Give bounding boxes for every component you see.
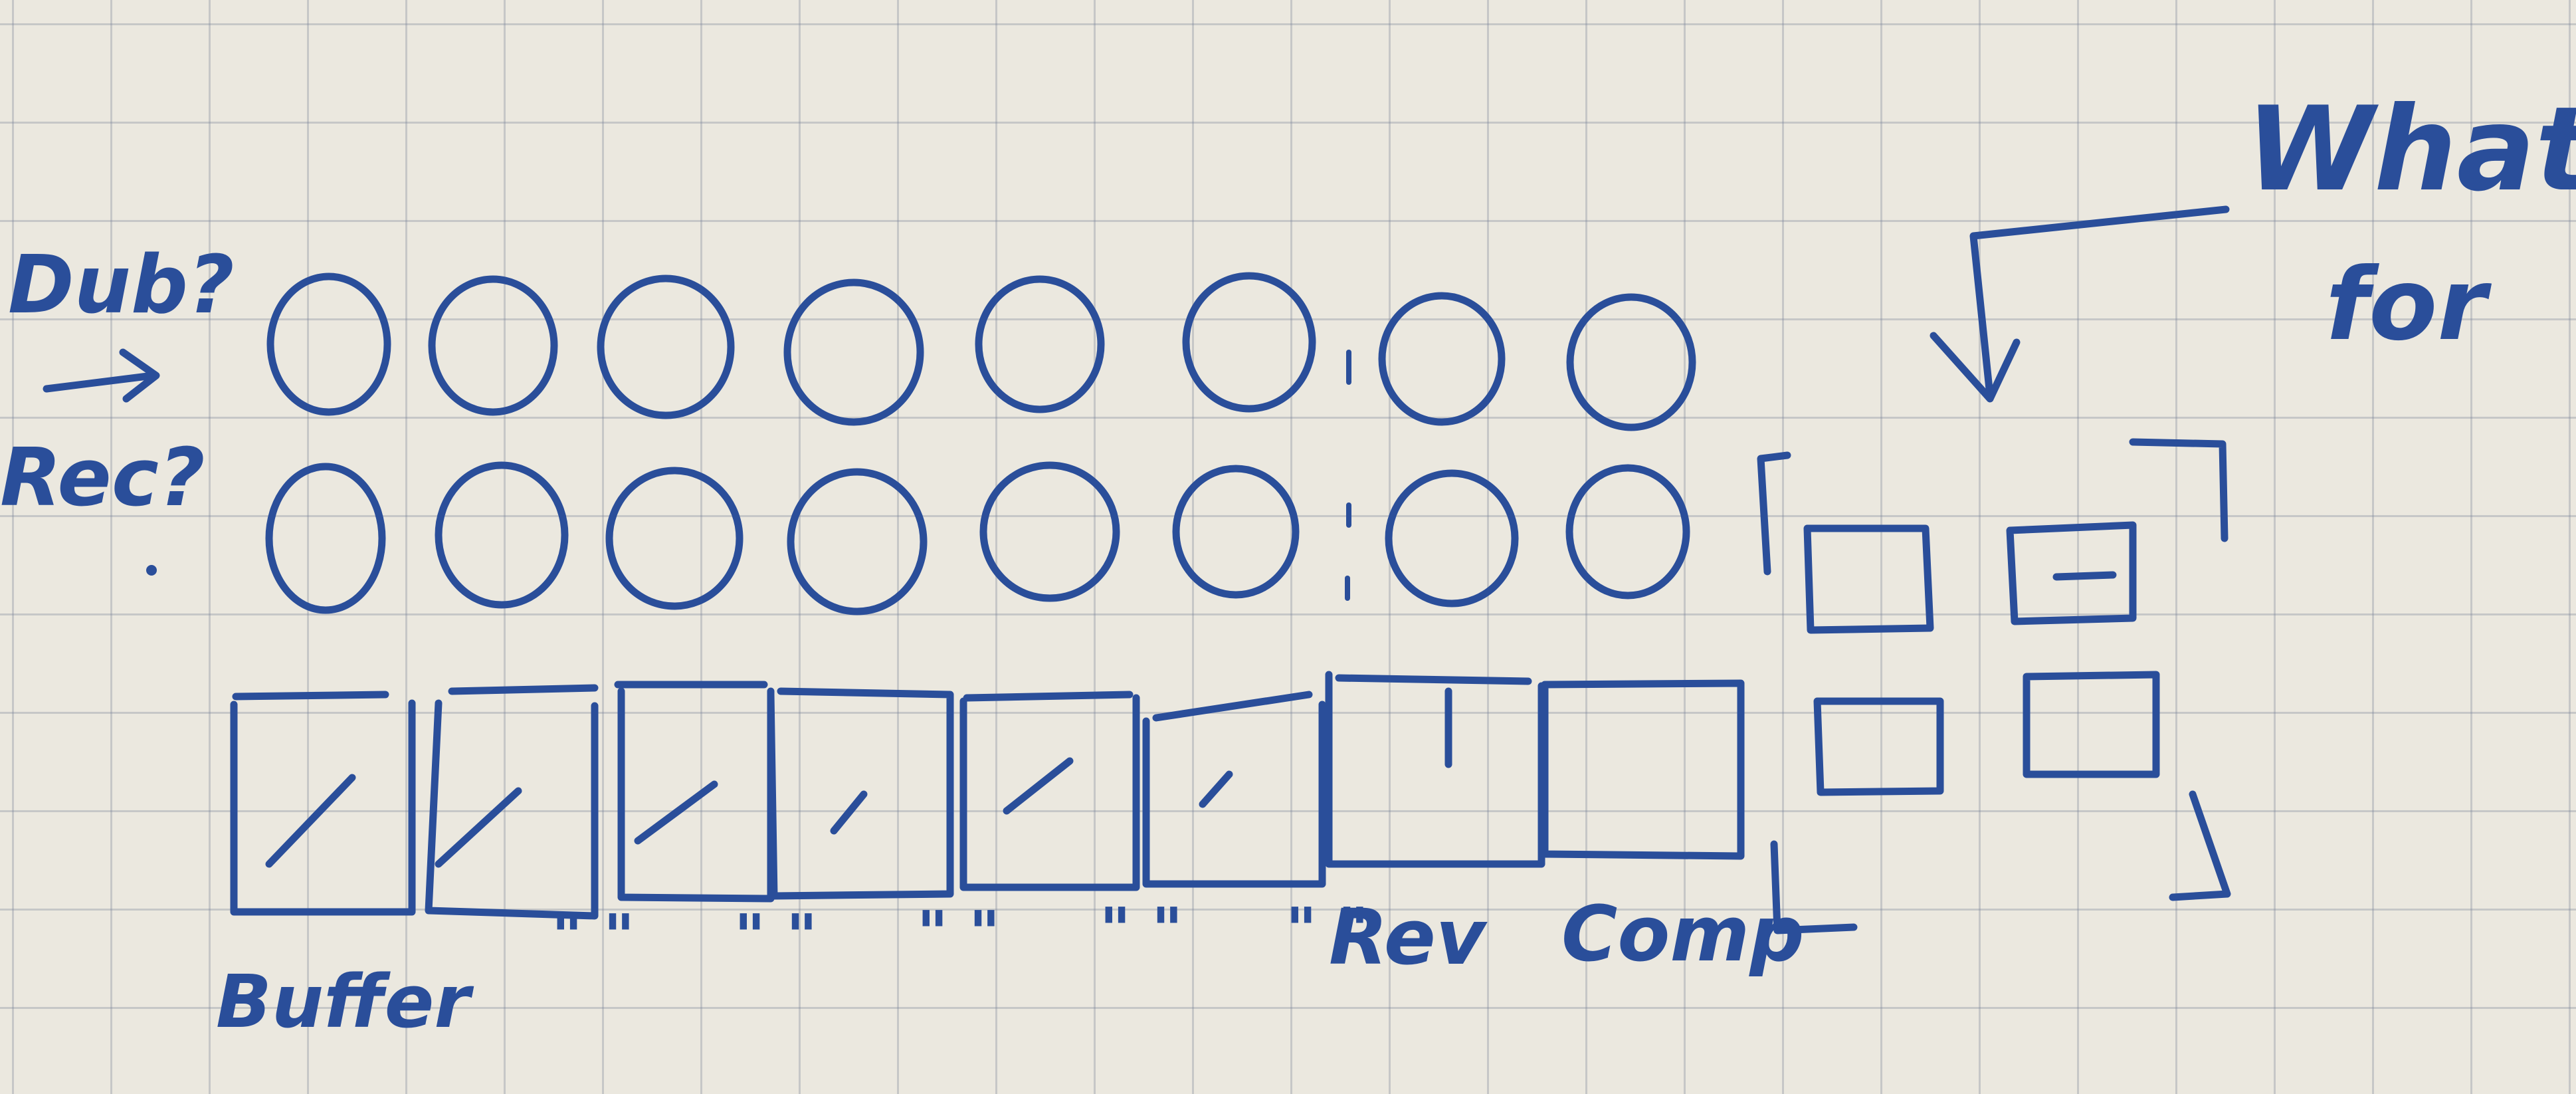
- ditto-label: " ": [551, 902, 635, 972]
- side-square[interactable]: [1803, 524, 1934, 634]
- rec-circle[interactable]: [435, 461, 569, 609]
- dub-circles-row: [266, 272, 1696, 431]
- dub-circle[interactable]: [428, 275, 558, 416]
- buffer-pad[interactable]: [1142, 691, 1326, 888]
- dub-circle[interactable]: [266, 273, 391, 416]
- annotation-arrow-line: [1969, 205, 2230, 399]
- dub-circle[interactable]: [1378, 292, 1506, 426]
- pad-slash: [435, 787, 522, 868]
- buffer-pad[interactable]: [959, 691, 1140, 891]
- dub-label: Dub?: [8, 239, 235, 332]
- comp-label: Comp: [1561, 890, 1805, 979]
- buffer-pad[interactable]: [230, 691, 416, 916]
- rev-pad[interactable]: [1325, 671, 1545, 868]
- rec-circle[interactable]: [265, 463, 386, 614]
- comp-pad[interactable]: [1541, 679, 1745, 860]
- ditto-label: " ": [1100, 895, 1183, 965]
- dub-circle[interactable]: [1182, 272, 1316, 413]
- rec-label: Rec?: [0, 432, 205, 524]
- ditto-label: " ": [1286, 895, 1369, 965]
- rev-label: Rev: [1329, 893, 1488, 982]
- rec-circles-row: [265, 461, 1690, 615]
- bracket-top-left: [1757, 451, 1791, 576]
- pad-slash: [1003, 757, 1074, 815]
- pad-slash: [830, 790, 868, 835]
- pads-row: [230, 671, 1745, 920]
- buffer-pad[interactable]: [425, 684, 599, 920]
- dub-circle[interactable]: [1566, 293, 1696, 431]
- rec-circle[interactable]: [605, 467, 743, 610]
- rec-circle[interactable]: [1172, 465, 1300, 599]
- rec-circle[interactable]: [1385, 469, 1519, 607]
- bracket-top-right: [2129, 438, 2229, 542]
- dub-circle[interactable]: [783, 278, 924, 426]
- arrow-down-icon: [1930, 332, 2021, 403]
- side-square[interactable]: [1813, 697, 1944, 796]
- side-square[interactable]: [2006, 521, 2137, 625]
- ditto-label: " ": [734, 902, 817, 972]
- pad-slash: [1199, 770, 1233, 808]
- rec-circle[interactable]: [979, 461, 1120, 602]
- side-square[interactable]: [2023, 671, 2160, 778]
- buffer-pad[interactable]: [767, 687, 954, 900]
- ditto-label: " ": [917, 899, 1000, 968]
- bracket-bottom-left: [1770, 840, 1858, 934]
- dub-circle[interactable]: [597, 274, 735, 419]
- dub-circle[interactable]: [975, 275, 1105, 413]
- side-square-line: [2052, 571, 2117, 581]
- rec-circle[interactable]: [1565, 464, 1690, 600]
- pad-slash: [265, 774, 356, 868]
- what-label: What: [2246, 82, 2576, 217]
- dot-mark: [146, 565, 157, 576]
- arrow-right-icon: [43, 348, 160, 403]
- buffer-pad[interactable]: [614, 681, 775, 903]
- pad-slash: [634, 780, 718, 845]
- rec-circle[interactable]: [787, 468, 928, 615]
- buffer-label: Buffer: [216, 959, 474, 1044]
- side-controls-group: [1757, 438, 2231, 934]
- section-divider: [1345, 350, 1351, 601]
- for-label: for: [2326, 247, 2492, 363]
- bracket-bottom-right: [2169, 790, 2231, 901]
